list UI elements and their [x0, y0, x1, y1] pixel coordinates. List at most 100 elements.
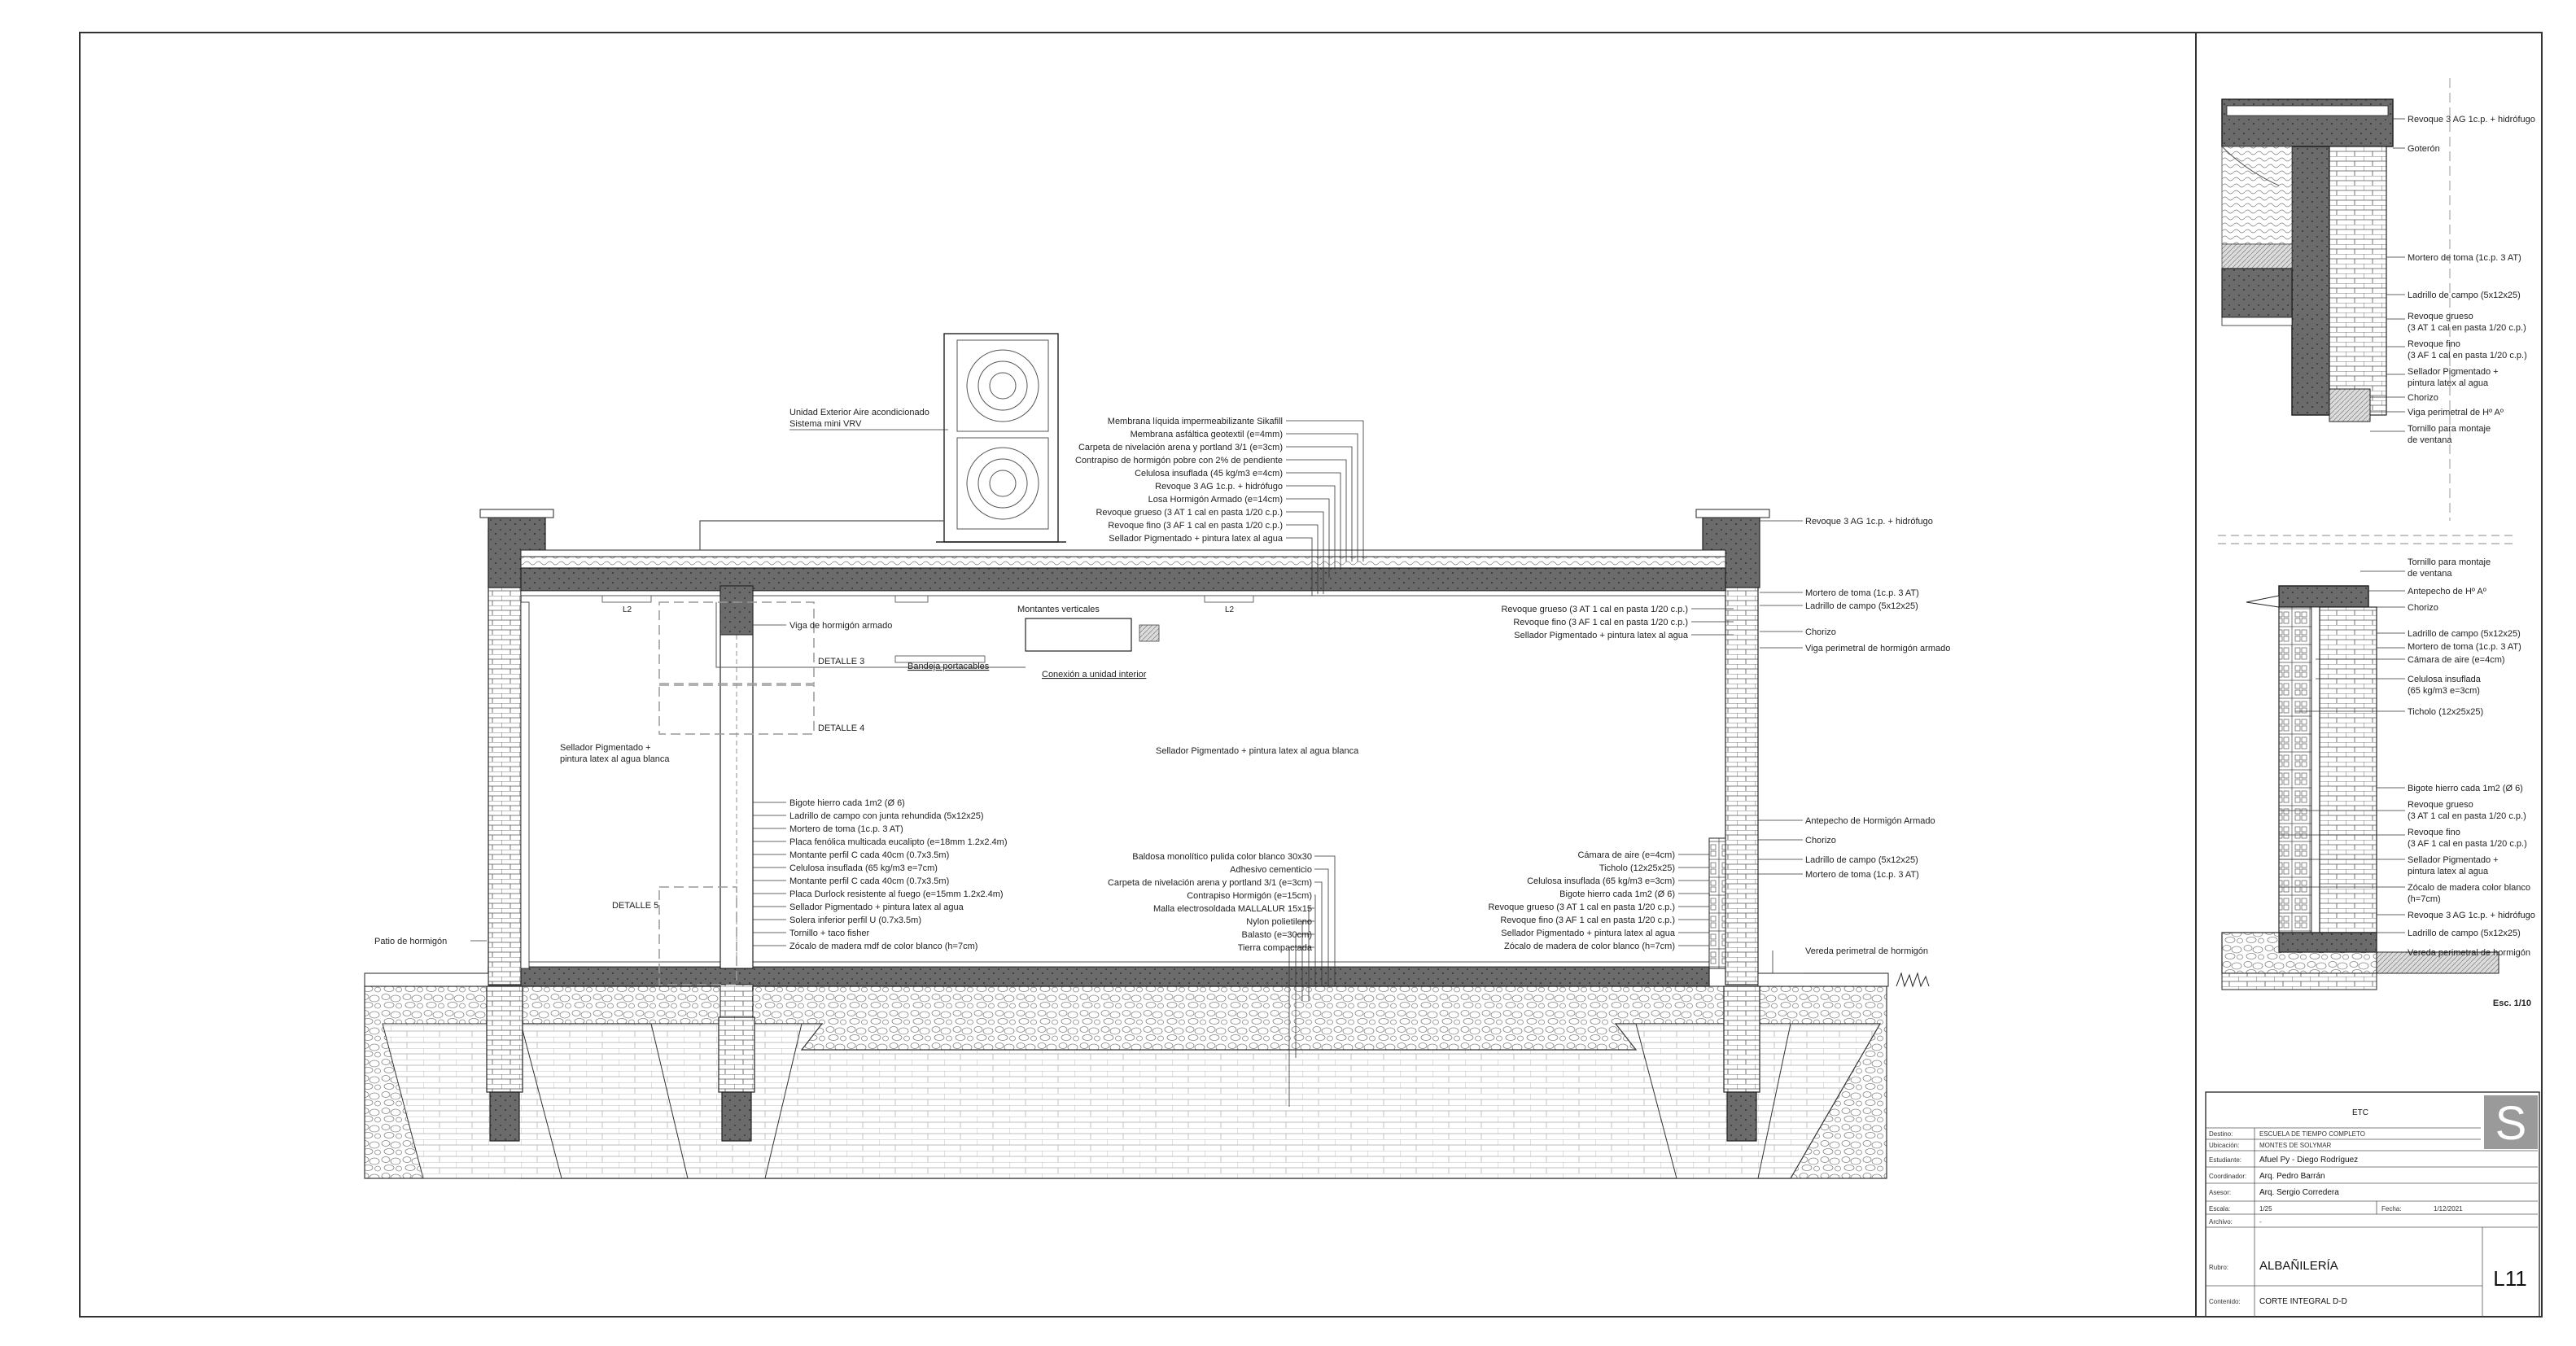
tb-label: Estudiante:	[2209, 1156, 2241, 1164]
tb-value: MONTES DE SOLYMAR	[2259, 1142, 2332, 1149]
tb-header: ETC	[2352, 1108, 2368, 1117]
detail-label: Revoque grueso	[2408, 312, 2473, 321]
footing-mid	[718, 1016, 755, 1093]
roof-insulation	[520, 556, 1726, 569]
left-parapet-cap	[479, 509, 554, 518]
leader-lines	[470, 420, 1803, 1107]
roof-ceiling-plaster	[520, 590, 1726, 597]
wall-layer-label: Montante perfil C cada 40cm (0.7x3.5m)	[789, 850, 949, 860]
footing-right	[1723, 985, 1760, 1093]
detail-scale: Esc. 1/10	[2493, 999, 2531, 1008]
right-wall-label: Revoque fino (3 AF 1 cal en pasta 1/20 c…	[1500, 916, 1675, 925]
tb-label: Contenido:	[2209, 1298, 2241, 1305]
detail-label: Chorizo	[2408, 603, 2438, 613]
roof-layer-label: Sellador Pigmentado + pintura latex al a…	[1109, 534, 1284, 544]
right-wall-label: Zócalo de madera de color blanco (h=7cm)	[1504, 942, 1675, 951]
roof-layer-label: Revoque grueso (3 AT 1 cal en pasta 1/20…	[1096, 508, 1283, 518]
tb-value: Arq. Sergio Corredera	[2259, 1188, 2339, 1197]
floor-layer-label: Tierra compactada	[1238, 943, 1313, 953]
detail-label: Chorizo	[2408, 393, 2438, 403]
detail-label: (3 AT 1 cal en pasta 1/20 c.p.)	[2408, 811, 2526, 821]
vereda-label: Vereda perimetral de hormigón	[1805, 946, 1928, 956]
interior-finish-label: Revoque fino (3 AF 1 cal en pasta 1/20 c…	[1513, 618, 1688, 627]
detail-label: Cámara de aire (e=4cm)	[2408, 655, 2505, 665]
floor-layer-label: Baldosa monolítico pulida color blanco 3…	[1132, 852, 1312, 862]
interior-finish-label: Sellador Pigmentado + pintura latex al a…	[1514, 631, 1689, 640]
tb-label: Archivo:	[2209, 1218, 2233, 1226]
montantes-label: Montantes verticales	[1017, 605, 1100, 614]
patio-label: Patio de hormigón	[374, 937, 447, 946]
detail-label: Bigote hierro cada 1m2 (Ø 6)	[2408, 784, 2523, 793]
tb-value: 1/25	[2259, 1205, 2272, 1213]
wall-layer-label: Tornillo + taco fisher	[789, 929, 869, 938]
wall-layer-label: Celulosa insuflada (65 kg/m3 e=7cm)	[789, 863, 938, 873]
indoor-ac-unit	[1025, 618, 1132, 652]
l2-right-mark	[1204, 595, 1254, 603]
detail-label: Ladrillo de campo (5x12x25)	[2408, 629, 2521, 639]
roof-layer-label: Membrana líquida impermeabilizante Sikaf…	[1108, 417, 1283, 426]
detail-label: de ventana	[2408, 569, 2452, 579]
tb-label: Asesor:	[2209, 1189, 2231, 1196]
mid-mark	[894, 595, 929, 603]
sellador-left-label-2: pintura latex al agua blanca	[560, 754, 670, 764]
right-parapet-cap	[1695, 509, 1770, 518]
detail-sill	[2278, 585, 2369, 608]
detail-label: Goterón	[2408, 144, 2440, 154]
floor-layer-label: Contrapiso Hormigón (e=15cm)	[1187, 891, 1312, 901]
conexion-label: Conexión a unidad interior	[1042, 670, 1147, 680]
l2-left-mark	[601, 595, 652, 603]
detail-label: Revoque 3 AG 1c.p. + hidrófugo	[2408, 911, 2535, 920]
tb-label: Destino:	[2209, 1130, 2233, 1138]
detail-label: (65 kg/m3 e=3cm)	[2408, 686, 2480, 696]
detail-label: Revoque fino	[2408, 339, 2460, 349]
tb-rubro: ALBAÑILERÍA	[2259, 1259, 2338, 1273]
bandeja-label: Bandeja portacables	[908, 662, 990, 671]
detail-label: Ladrillo de campo (5x12x25)	[2408, 291, 2521, 300]
detail-label: de ventana	[2408, 435, 2452, 445]
wall-detail-drawing: Revoque 3 AG 1c.p. + hidrófugo Goterón M…	[2218, 78, 2535, 1008]
right-outer-label: Chorizo	[1805, 836, 1836, 846]
detail-label: pintura latex al agua	[2408, 867, 2489, 876]
detail-label: pintura latex al agua	[2408, 378, 2489, 388]
title-block: ETC S Destino: ESCUELA DE TIEMPO COMPLET…	[2205, 1091, 2540, 1318]
tb-label: Fecha:	[2381, 1205, 2401, 1213]
detail-bottom-labels: Tornillo para montaje de ventana Antepec…	[2408, 557, 2535, 958]
detail-label: Sellador Pigmentado +	[2408, 367, 2499, 377]
tb-value: 1/12/2021	[2434, 1205, 2463, 1213]
wall-layer-label: Mortero de toma (1c.p. 3 AT)	[789, 824, 903, 834]
detail-label: Tornillo para montaje	[2408, 424, 2491, 434]
detail-label: Revoque 3 AG 1c.p. + hidrófugo	[2408, 115, 2535, 125]
main-section-drawing: Unidad Exterior Aire acondicionado Siste…	[364, 333, 1950, 1179]
detail-label: (3 AF 1 cal en pasta 1/20 c.p.)	[2408, 839, 2527, 849]
floor-layer-label: Balasto (e=30cm)	[1241, 930, 1312, 940]
wall-layer-label: Ladrillo de campo con junta rehundida (5…	[789, 811, 984, 821]
beam-label: Viga de hormigón armado	[789, 621, 892, 631]
detail-beam	[2291, 146, 2330, 416]
right-brick-wall	[1725, 528, 1759, 985]
sellador-center-label: Sellador Pigmentado + pintura latex al a…	[1156, 746, 1359, 756]
right-ticholo-wall	[1708, 837, 1726, 969]
detail-label: Revoque fino	[2408, 828, 2460, 837]
right-top-label: Viga perimetral de hormigón armado	[1805, 644, 1950, 653]
detail-label: Tornillo para montaje	[2408, 557, 2491, 567]
detalle-4-label: DETALLE 4	[818, 723, 864, 733]
detail-label: Mortero de toma (1c.p. 3 AT)	[2408, 253, 2521, 263]
outdoor-unit-label: Unidad Exterior Aire acondicionado	[789, 408, 929, 417]
roof-layer-label: Revoque fino (3 AF 1 cal en pasta 1/20 c…	[1108, 521, 1283, 531]
floor-layer-label: Adhesivo cementicio	[1230, 865, 1312, 875]
right-top-label: Mortero de toma (1c.p. 3 AT)	[1805, 588, 1919, 598]
tb-label: Ubicación:	[2209, 1142, 2239, 1149]
right-top-label: Chorizo	[1805, 627, 1836, 637]
interior-finish-label: Revoque grueso (3 AT 1 cal en pasta 1/20…	[1501, 605, 1688, 614]
parapet-label: Revoque 3 AG 1c.p. + hidrófugo	[1805, 517, 1933, 527]
floor-tile	[488, 961, 1710, 968]
wall-layer-label: Placa Durlock resistente al fuego (e=15m…	[789, 889, 1004, 899]
roof-slab	[520, 567, 1726, 592]
tb-value: Arq. Pedro Barrán	[2259, 1172, 2325, 1181]
wall-layer-labels: Bigote hierro cada 1m2 (Ø 6) Ladrillo de…	[789, 798, 1008, 951]
detalle-3-label: DETALLE 3	[818, 657, 864, 666]
detail-brick-lower	[2319, 606, 2377, 933]
right-outer-label: Ladrillo de campo (5x12x25)	[1805, 855, 1918, 865]
floor-slab	[488, 966, 1710, 987]
